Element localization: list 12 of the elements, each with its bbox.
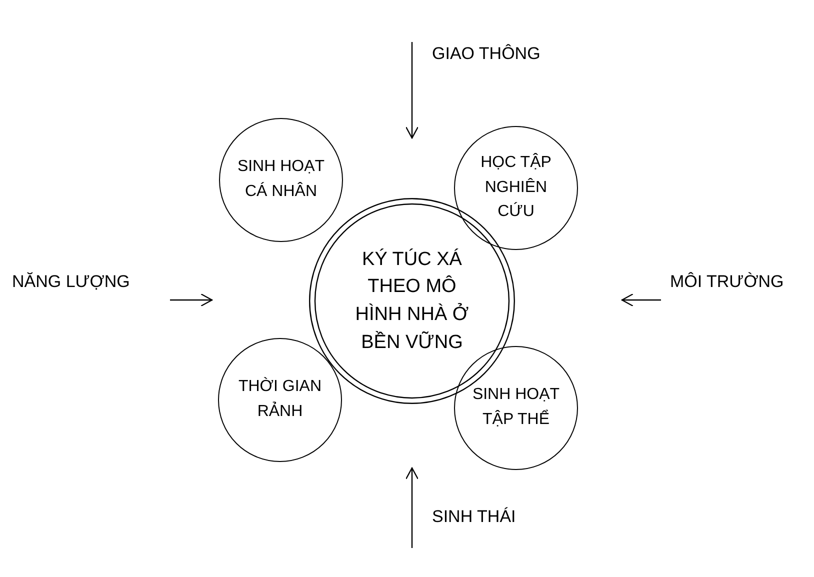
topic-circle bbox=[219, 118, 343, 242]
topic-circle bbox=[454, 126, 578, 250]
circle-text: HỌC TẬP NGHIÊN CỨU bbox=[480, 152, 552, 222]
arrow-label: NĂNG LƯỢNG bbox=[12, 272, 130, 292]
arrow-label: MÔI TRƯỜNG bbox=[670, 272, 784, 292]
topic-circle bbox=[218, 338, 342, 462]
arrow-label: GIAO THÔNG bbox=[432, 44, 540, 64]
circle-text: THỜI GIAN RẢNH bbox=[237, 376, 323, 422]
arrow-label: SINH THÁI bbox=[432, 507, 516, 527]
circle-text: SINH HOẠT CÁ NHÂN bbox=[236, 157, 326, 202]
circle-text: SINH HOẠT TẬP THỂ bbox=[471, 385, 561, 430]
circle-text: KÝ TÚC XÁ THEO MÔ HÌNH NHÀ Ở BỀN VỮNG bbox=[354, 248, 470, 355]
